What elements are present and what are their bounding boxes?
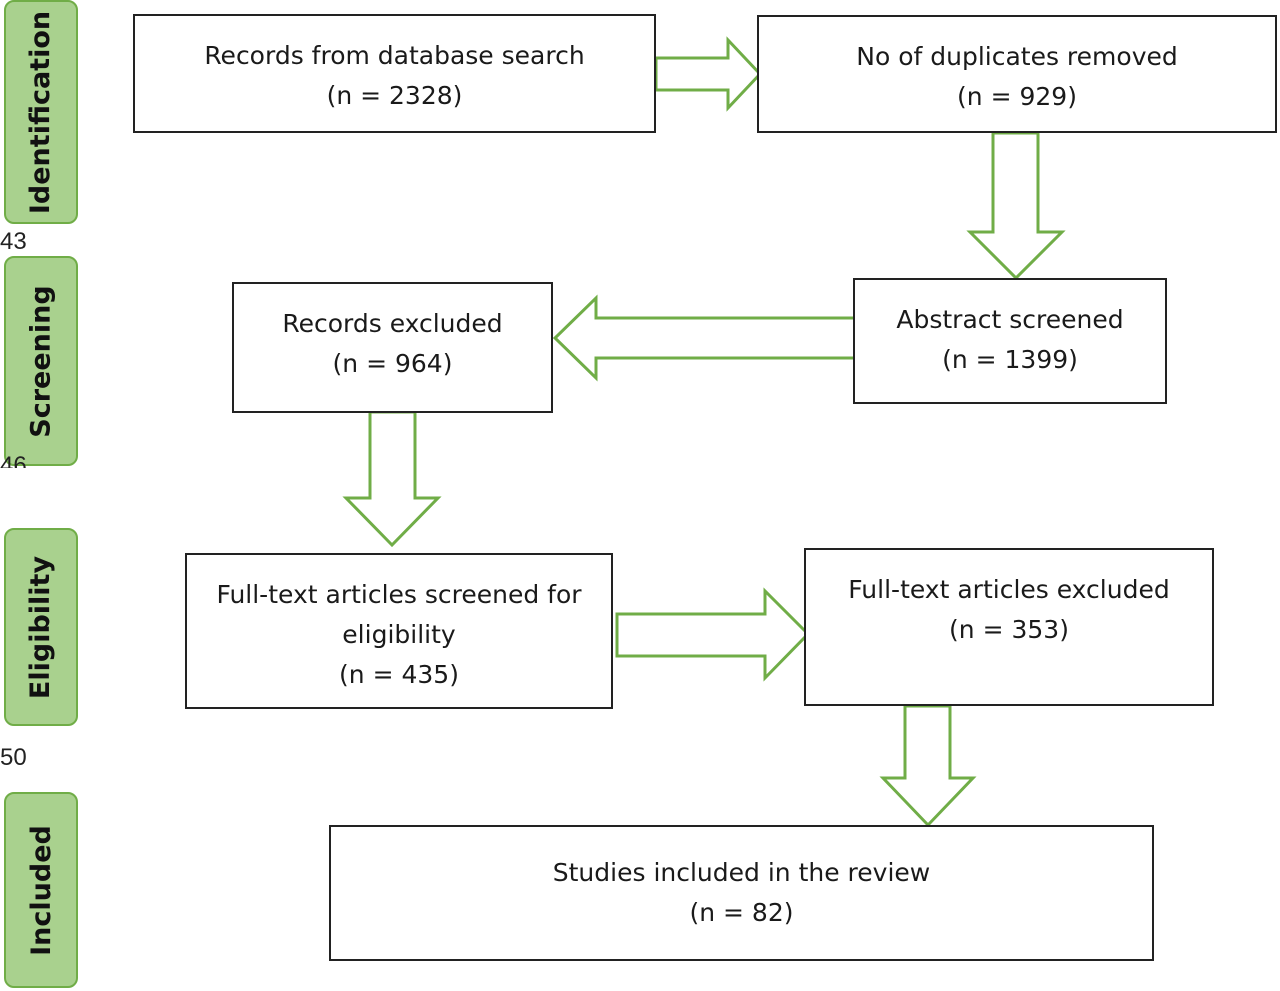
database-search-label: Records from database search — [204, 41, 585, 70]
arrow-right-fulltext-excluded — [615, 587, 811, 682]
fulltext-excluded-count: (n = 353) — [949, 615, 1069, 644]
duplicates-removed-count: (n = 929) — [957, 82, 1077, 111]
duplicates-removed-label: No of duplicates removed — [856, 42, 1178, 71]
box-database-search: Records from database search (n = 2328) — [133, 14, 656, 133]
fulltext-screened-label-line2: eligibility — [342, 620, 456, 649]
arrow-down-included — [879, 704, 977, 828]
arrow-left-excluded — [552, 294, 859, 382]
box-abstract-screened: Abstract screened (n = 1399) — [853, 278, 1167, 404]
included-studies-count: (n = 82) — [689, 898, 794, 927]
stage-eligibility: Eligibility — [4, 528, 78, 726]
stage-identification: Identification — [4, 0, 78, 224]
stage-screening: Screening — [4, 256, 78, 466]
fulltext-screened-label-line1: Full-text articles screened for — [216, 580, 582, 609]
abstract-screened-count: (n = 1399) — [942, 345, 1078, 374]
abstract-screened-label: Abstract screened — [896, 305, 1124, 334]
arrow-down-fulltext — [342, 410, 442, 548]
line-number-43: 43 — [0, 228, 27, 255]
records-excluded-count: (n = 964) — [332, 349, 453, 378]
box-included-studies: Studies included in the review (n = 82) — [329, 825, 1154, 961]
box-fulltext-screened: Full-text articles screened for eligibil… — [185, 553, 613, 709]
fulltext-excluded-label: Full-text articles excluded — [848, 575, 1170, 604]
records-excluded-label: Records excluded — [282, 309, 503, 338]
database-search-count: (n = 2328) — [326, 81, 463, 110]
stage-included: Included — [4, 792, 78, 988]
included-studies-label: Studies included in the review — [552, 858, 931, 887]
line-number-46: 46 — [0, 452, 27, 468]
box-duplicates-removed: No of duplicates removed (n = 929) — [757, 15, 1277, 133]
line-number-50: 50 — [0, 744, 27, 771]
arrow-right-duplicates — [654, 36, 763, 112]
fulltext-screened-count: (n = 435) — [339, 660, 459, 689]
box-records-excluded: Records excluded (n = 964) — [232, 282, 553, 413]
arrow-down-abstract — [966, 131, 1066, 281]
box-fulltext-excluded: Full-text articles excluded (n = 353) — [804, 548, 1214, 706]
